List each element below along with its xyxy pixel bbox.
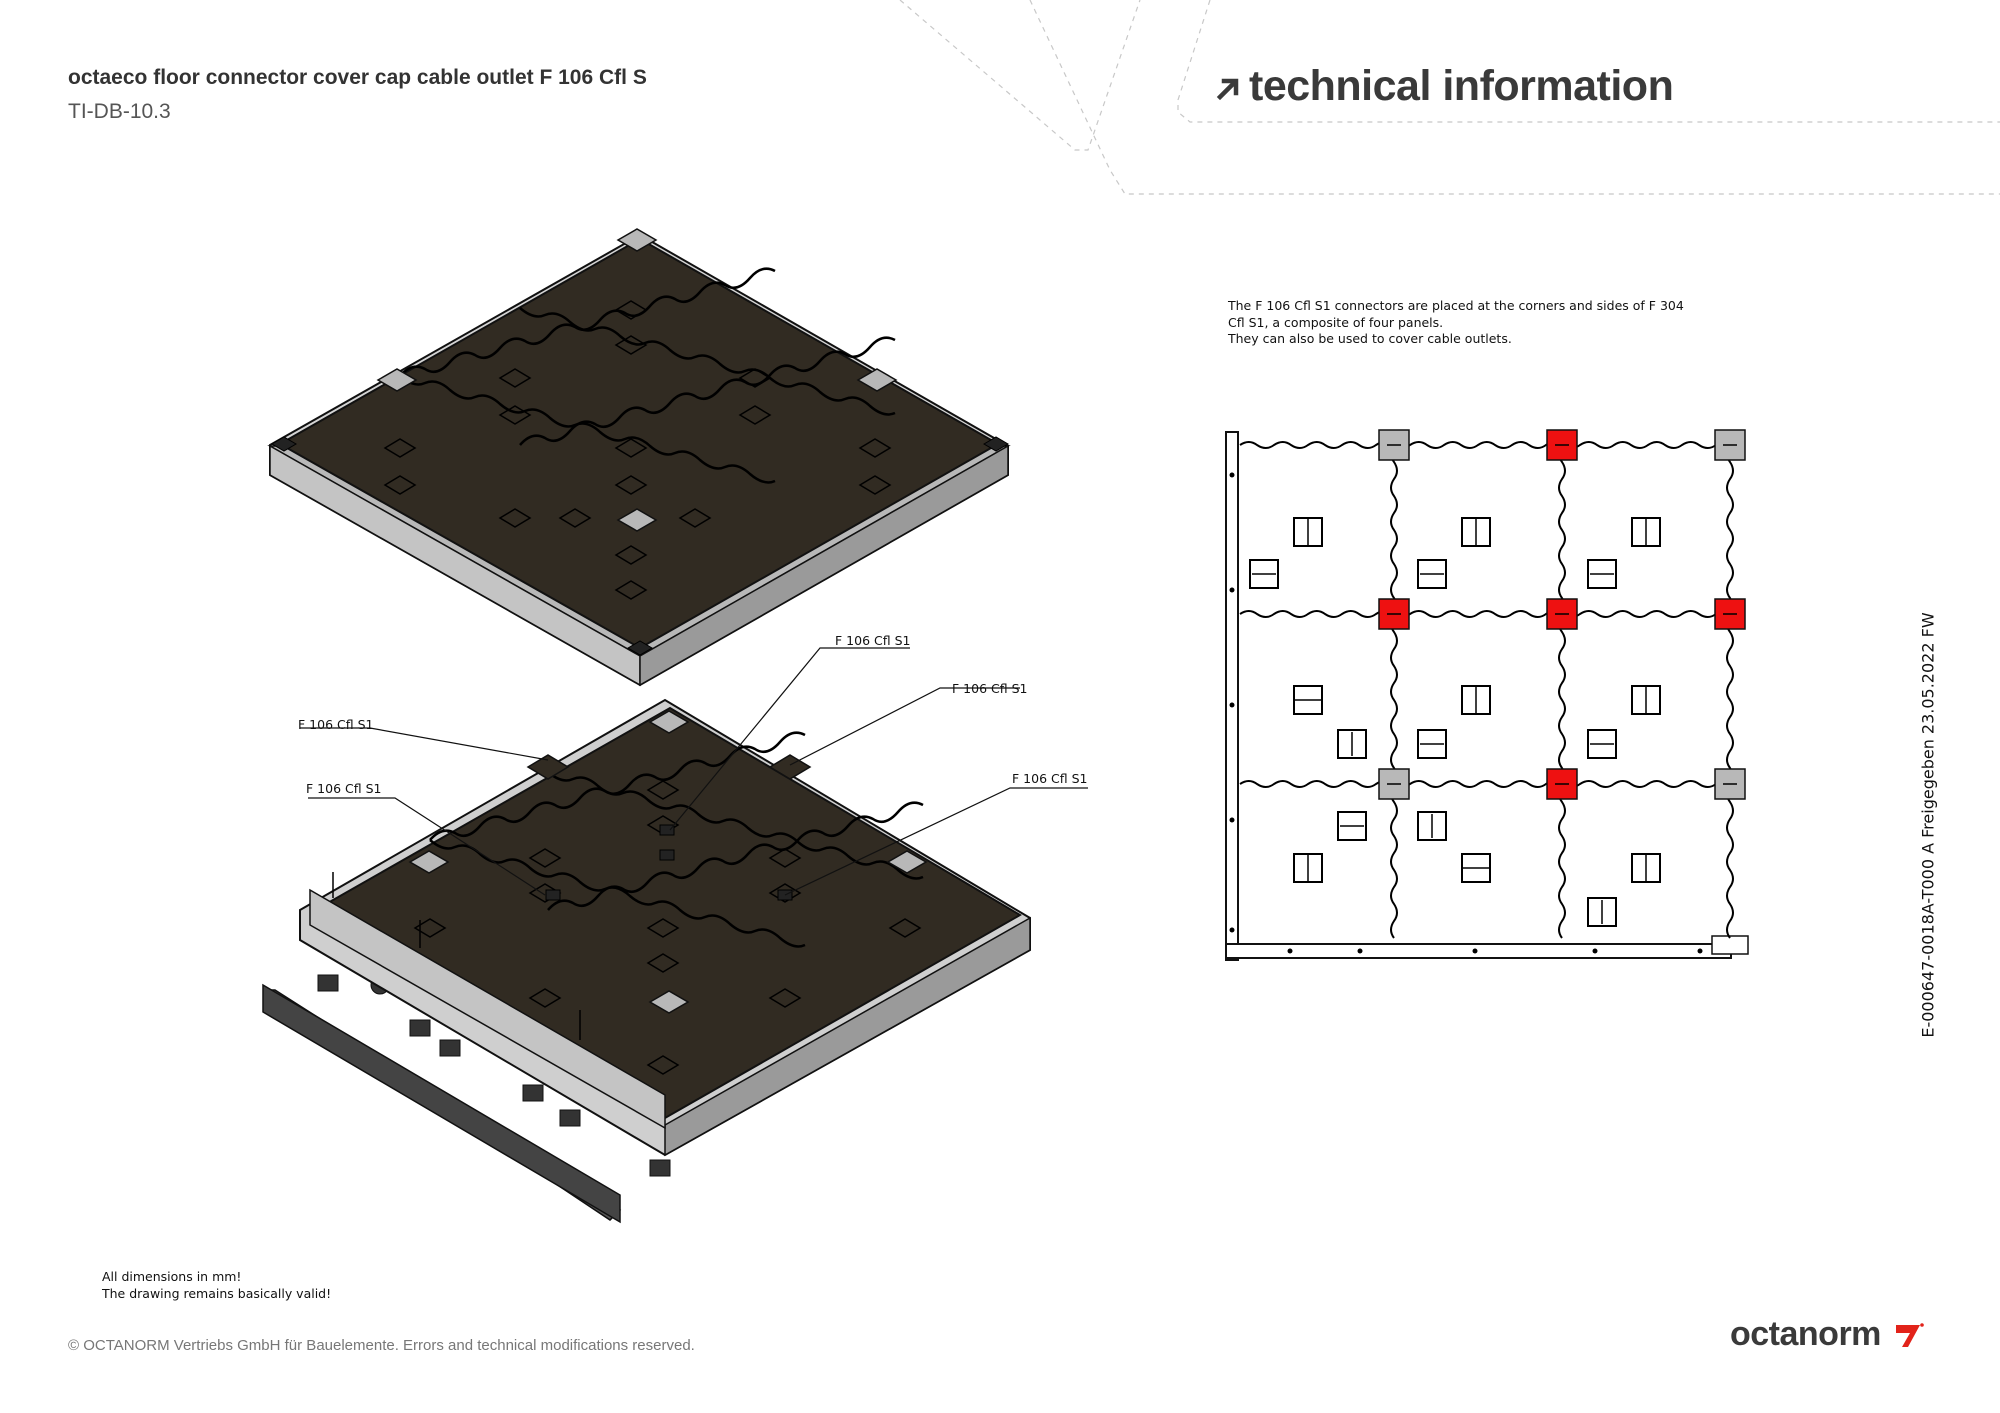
- document-number: TI-DB-10.3: [68, 100, 171, 123]
- notes: All dimensions in mm! The drawing remain…: [102, 1268, 331, 1302]
- callout-label: F 106 Cfl S1: [1012, 771, 1088, 786]
- document-title: octaeco floor connector cover cap cable …: [68, 66, 647, 89]
- copyright-notice: © OCTANORM Vertriebs GmbH für Bauelement…: [68, 1337, 695, 1354]
- description-line: The F 106 Cfl S1 connectors are placed a…: [1228, 298, 1684, 313]
- section-heading-text: technical information: [1249, 62, 1674, 110]
- section-heading: technical information: [1215, 62, 1674, 111]
- description-line: They can also be used to cover cable out…: [1228, 331, 1512, 346]
- description-line: Cfl S1, a composite of four panels.: [1228, 314, 1444, 330]
- release-stamp: E-000647-0018A-T000 A Freigegeben 23.05.…: [1913, 605, 1943, 1045]
- callout-label: F 106 Cfl S1: [306, 781, 382, 796]
- octanorm-logo-icon: [1894, 1322, 1924, 1350]
- note-line: The drawing remains basically valid!: [102, 1286, 332, 1301]
- release-stamp-text: E-000647-0018A-T000 A Freigegeben 23.05.…: [1918, 612, 1938, 1038]
- arrow-up-right-icon: [1215, 76, 1241, 102]
- note-line: All dimensions in mm!: [102, 1269, 242, 1284]
- callout-label: F 106 Cfl S1: [835, 633, 911, 648]
- callout-label: F 106 Cfl S1: [298, 717, 374, 732]
- brand-logo: octanorm: [1730, 1315, 1924, 1354]
- description-text: The F 106 Cfl S1 connectors are placed a…: [1228, 298, 1684, 348]
- callout-label: F 106 Cfl S1: [952, 681, 1028, 696]
- brand-name: octanorm: [1730, 1315, 1881, 1353]
